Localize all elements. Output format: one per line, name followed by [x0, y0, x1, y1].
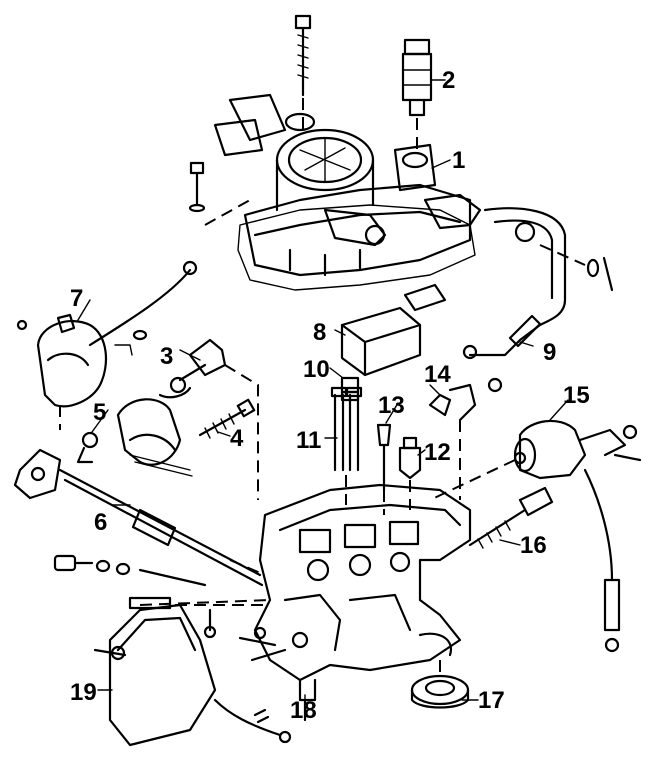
part-19-cover [93, 599, 292, 747]
callout-1: 1 [452, 147, 465, 174]
washer-stack [53, 554, 270, 639]
carburetor-body [238, 483, 472, 702]
callout-5: 5 [93, 399, 106, 426]
part-9-fuel-pipe [462, 207, 614, 360]
part-5-clip [76, 431, 99, 464]
cover-screw [188, 161, 251, 226]
top-bolt [294, 14, 312, 130]
part-12-valve [398, 436, 422, 510]
part-4-screw [198, 398, 256, 439]
callout-13: 13 [378, 392, 405, 419]
callout-7: 7 [70, 285, 83, 312]
part-16-screw [468, 486, 554, 549]
part-15-solenoid [429, 419, 642, 653]
callout-3: 3 [160, 343, 173, 370]
leader-lines [77, 79, 569, 701]
callout-18: 18 [290, 697, 317, 724]
callout-11: 11 [296, 427, 321, 454]
callout-19: 19 [70, 679, 97, 706]
part-11-tubes [330, 386, 363, 505]
callout-8: 8 [313, 319, 326, 346]
callout-16: 16 [520, 532, 547, 559]
part-13-needle [376, 423, 392, 515]
callout-17: 17 [478, 687, 505, 714]
throttle-linkage [13, 398, 193, 500]
callout-2: 2 [442, 67, 455, 94]
part-7-pump-housing [16, 260, 198, 430]
callout-12: 12 [424, 439, 451, 466]
part-3-lever [158, 338, 259, 500]
cover-gasket [237, 204, 476, 291]
callout-9: 9 [543, 339, 556, 366]
part-17-plate [410, 660, 470, 709]
callout-15: 15 [563, 382, 590, 409]
part-8-block [340, 283, 447, 377]
callout-4: 4 [230, 425, 244, 452]
part-6-shaft [58, 468, 266, 587]
air-horn-cover [213, 93, 482, 277]
callout-14: 14 [424, 361, 451, 388]
callout-6: 6 [94, 509, 107, 536]
callout-10: 10 [303, 356, 330, 383]
part-2-solenoid-valve [401, 38, 433, 150]
callout-labels: 1 2 3 4 5 6 7 8 9 10 11 12 13 14 15 16 1… [70, 67, 590, 724]
